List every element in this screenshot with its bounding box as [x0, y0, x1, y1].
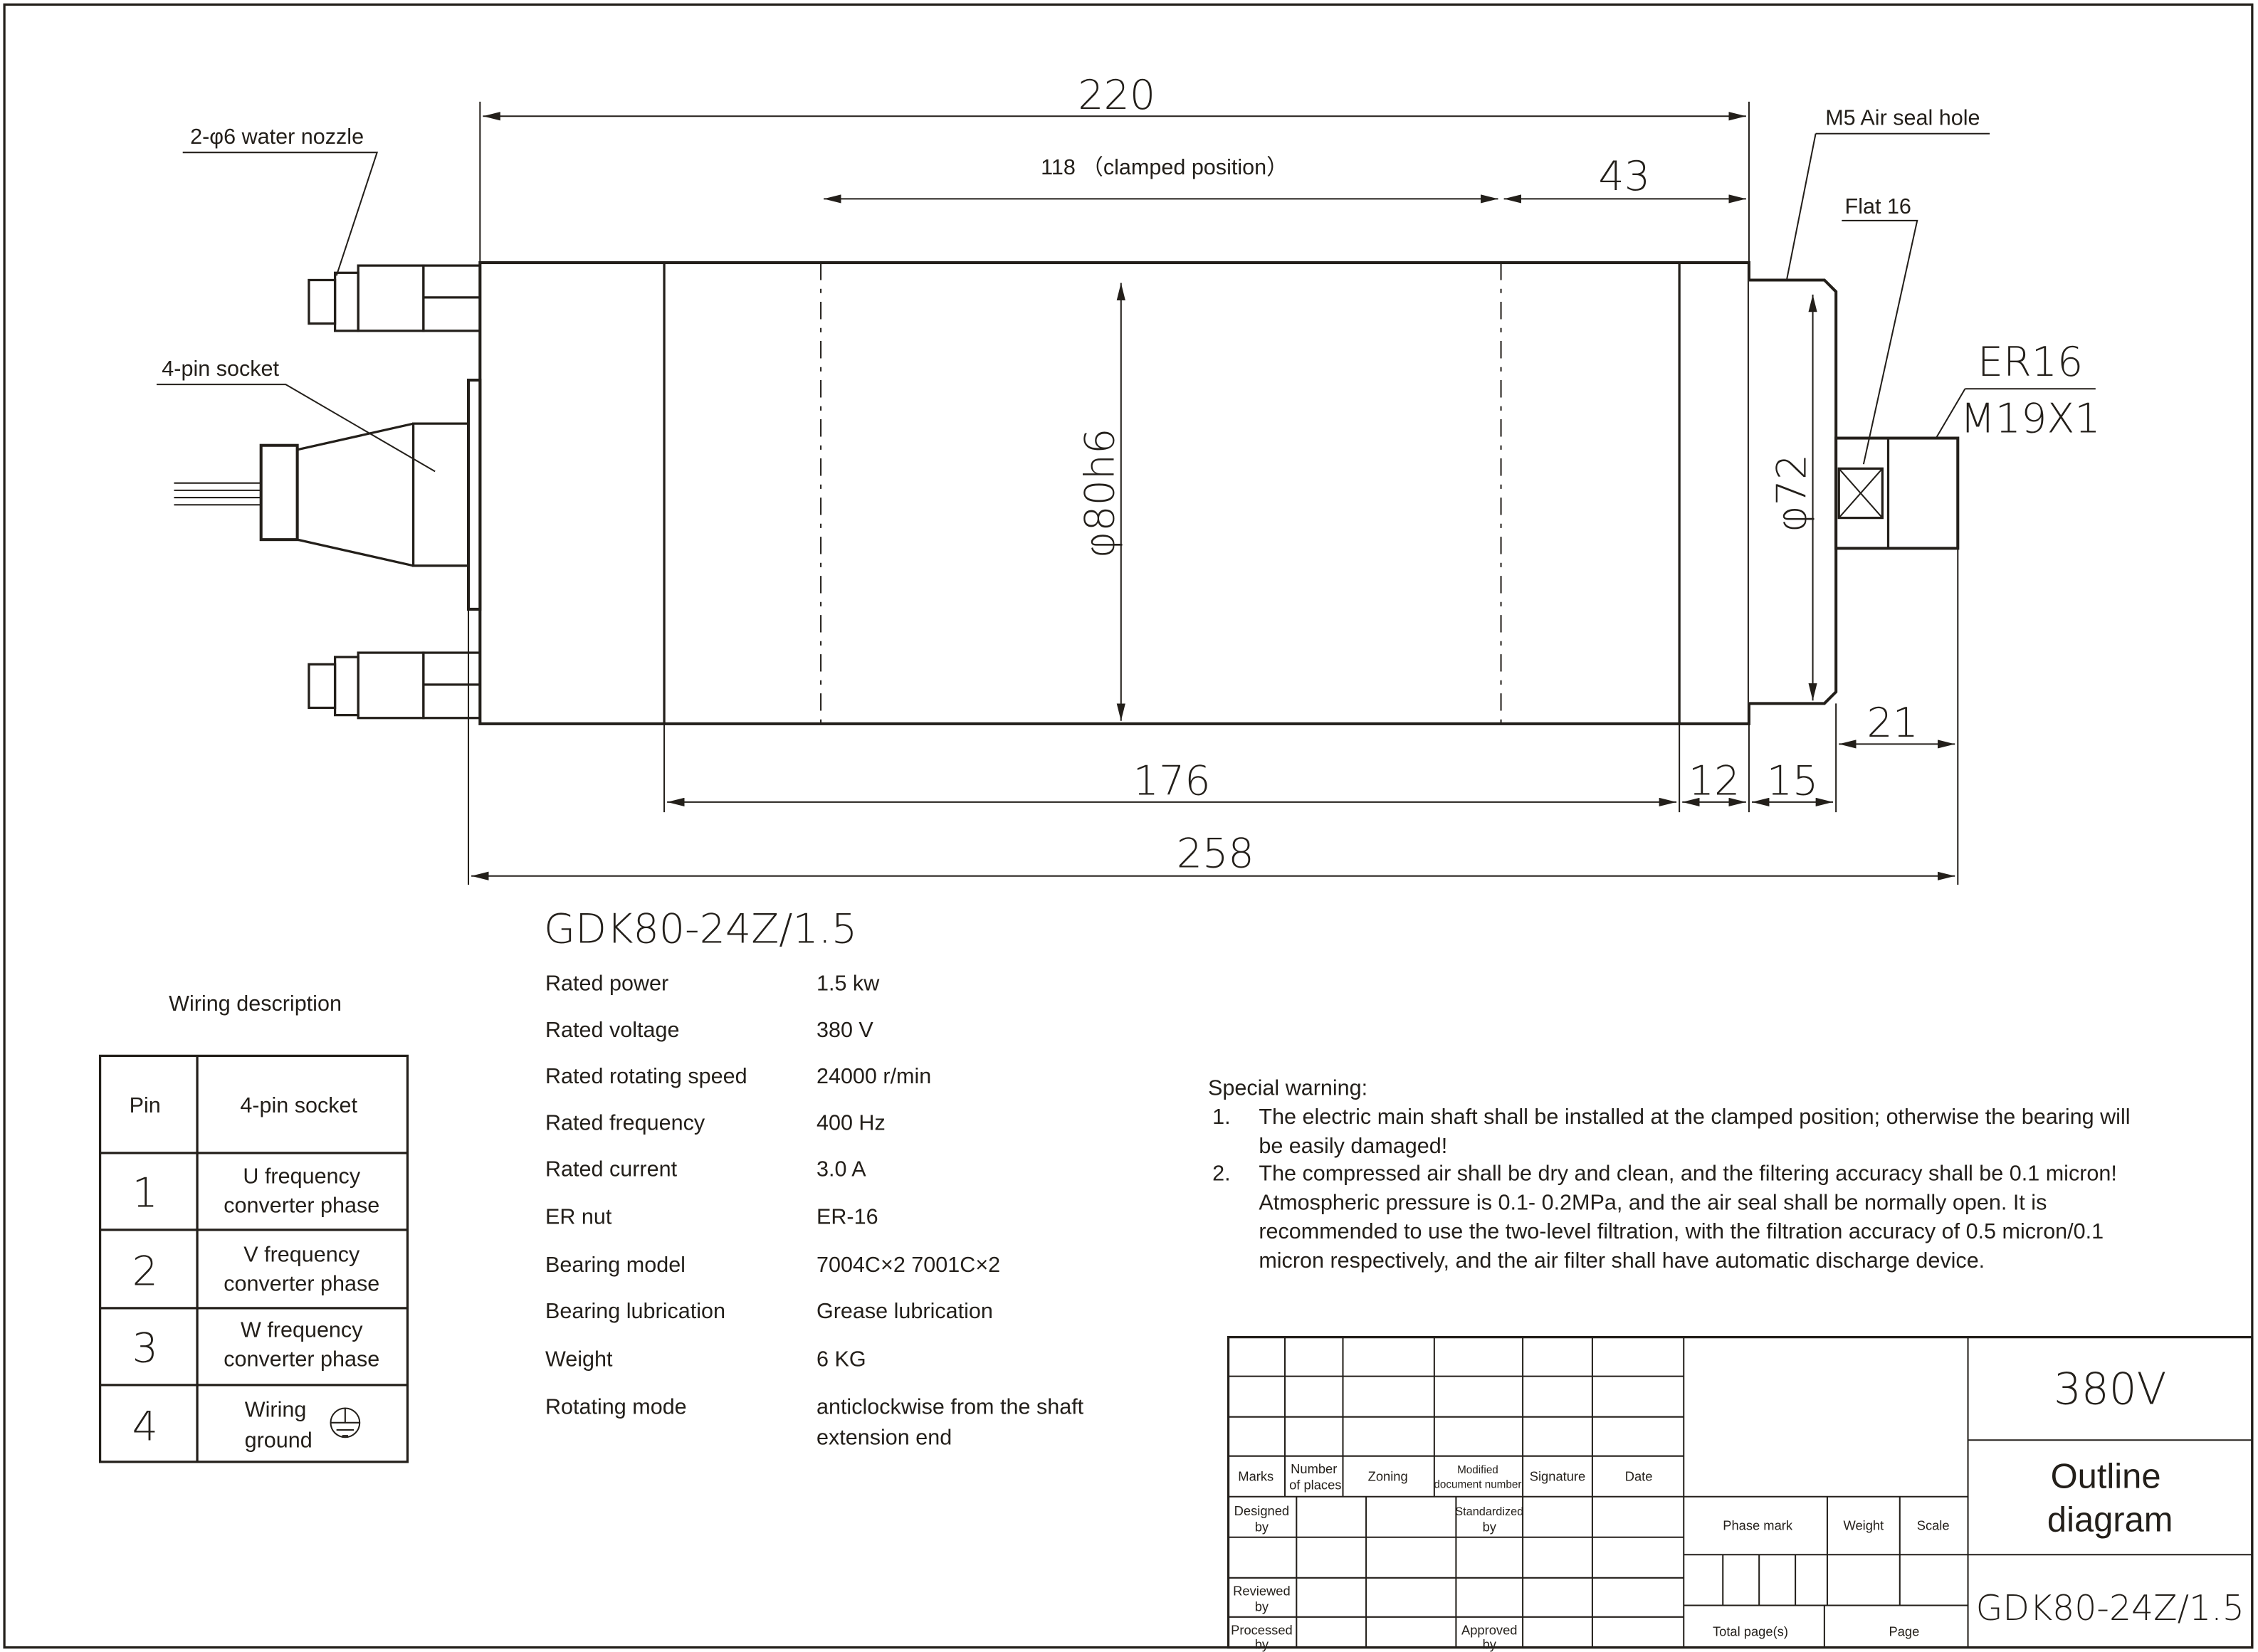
- spec-list: Rated power 1.5 kw Rated voltage 380 V Rat…: [545, 972, 1084, 1450]
- pin-desc: converter phase: [224, 1271, 379, 1295]
- warning-line: The electric main shaft shall be install…: [1259, 1105, 2130, 1129]
- dim-43: 43: [1598, 153, 1650, 200]
- callout-water-nozzle: 2-φ6 water nozzle: [190, 125, 364, 149]
- spec-value: 380 V: [816, 1018, 873, 1042]
- tb-modified: Modified: [1457, 1464, 1498, 1476]
- pin-desc: U frequency: [243, 1164, 360, 1189]
- callout-socket: 4-pin socket: [162, 357, 279, 381]
- spec-value: 1.5 kw: [816, 972, 880, 996]
- spec-label: Rated current: [545, 1157, 678, 1181]
- tb-places: of places: [1289, 1478, 1341, 1493]
- pin-number: 3: [132, 1325, 158, 1372]
- special-warning: Special warning: 1. The electric main sh…: [1208, 1075, 2131, 1272]
- tb-phase-mark: Phase mark: [1723, 1518, 1793, 1533]
- tb-signature: Signature: [1530, 1468, 1585, 1483]
- warning-line: Atmospheric pressure is 0.1- 0.2MPa, and…: [1259, 1190, 2047, 1214]
- tb-date: Date: [1625, 1468, 1653, 1483]
- spec-value: 3.0 A: [816, 1157, 866, 1181]
- pin-number: 4: [132, 1403, 158, 1450]
- spec-label: Rated power: [545, 972, 668, 996]
- tb-by: by: [1255, 1520, 1269, 1535]
- dim-118: 118 （clamped position）: [1041, 155, 1288, 179]
- tb-drawing-no: GDK80-24Z/1.5: [1976, 1588, 2244, 1629]
- tb-by: by: [1255, 1637, 1269, 1652]
- dim-220: 220: [1078, 72, 1155, 119]
- tb-processed: Processed: [1231, 1622, 1293, 1637]
- callout-flat: Flat 16: [1845, 194, 1911, 219]
- wiring-header-pin: Pin: [130, 1093, 161, 1117]
- warning-line: micron respectively, and the air filter …: [1259, 1248, 1985, 1273]
- dim-21: 21: [1866, 700, 1918, 747]
- warning-line: recommended to use the two-level filtrat…: [1259, 1219, 2104, 1243]
- warning-num: 2.: [1212, 1162, 1230, 1186]
- ground-icon: [330, 1407, 361, 1438]
- pin-desc: W frequency: [241, 1318, 363, 1342]
- pin-desc: ground: [245, 1428, 313, 1452]
- warning-line: The compressed air shall be dry and clea…: [1259, 1162, 2117, 1186]
- tb-places: Number: [1291, 1461, 1337, 1476]
- spec-label: Rated rotating speed: [545, 1064, 747, 1088]
- spec-value: ER-16: [816, 1205, 878, 1229]
- tb-weight: Weight: [1844, 1518, 1884, 1533]
- spec-label: ER nut: [545, 1205, 612, 1229]
- callout-thread: M19X1: [1960, 395, 2101, 442]
- pin-desc: converter phase: [224, 1347, 379, 1371]
- drawing-border: [3, 3, 2254, 1649]
- tb-zoning: Zoning: [1368, 1468, 1408, 1483]
- spec-value: 6 KG: [816, 1347, 866, 1371]
- tb-name: diagram: [2047, 1501, 2173, 1540]
- pin-number: 1: [132, 1169, 158, 1216]
- dim-12: 12: [1689, 758, 1740, 805]
- pin-desc: Wiring: [245, 1398, 307, 1422]
- tb-by: by: [1483, 1520, 1497, 1535]
- dim-15: 15: [1767, 758, 1819, 805]
- spindle-body: [174, 261, 1960, 725]
- tb-total-pages: Total page(s): [1713, 1624, 1788, 1638]
- warning-line: be easily damaged!: [1259, 1134, 1447, 1158]
- warning-title: Special warning:: [1208, 1075, 1367, 1100]
- spec-value: 24000 r/min: [816, 1064, 931, 1088]
- tb-designed: Designed: [1234, 1503, 1289, 1518]
- tb-name: Outline: [2051, 1458, 2161, 1496]
- tb-standardized: Standardized: [1455, 1505, 1523, 1518]
- callout-air-seal: M5 Air seal hole: [1825, 105, 1980, 130]
- tb-scale: Scale: [1917, 1518, 1950, 1533]
- dim-phi80: φ80h6: [1077, 428, 1124, 559]
- callout-er16: ER16: [1978, 339, 2083, 386]
- spec-label: Bearing model: [545, 1253, 686, 1277]
- pin-desc: V frequency: [243, 1243, 360, 1267]
- dim-258: 258: [1177, 831, 1254, 878]
- tb-voltage: 380V: [2054, 1364, 2166, 1414]
- spec-label: Rotating mode: [545, 1395, 687, 1419]
- pin-desc: converter phase: [224, 1193, 379, 1217]
- spec-value: Grease lubrication: [816, 1299, 993, 1323]
- tb-by: by: [1483, 1637, 1497, 1652]
- wiring-table: Wiring description Pin 4-pin socket 1 U …: [98, 991, 409, 1463]
- warning-num: 1.: [1212, 1105, 1230, 1129]
- spec-value: extension end: [816, 1425, 952, 1449]
- spec-label: Rated frequency: [545, 1110, 705, 1135]
- spec-label: Weight: [545, 1347, 613, 1371]
- tb-modified: document number: [1434, 1479, 1521, 1491]
- tb-approved: Approved: [1461, 1622, 1517, 1637]
- tb-by: by: [1255, 1599, 1269, 1614]
- dim-176: 176: [1133, 758, 1211, 805]
- tb-page: Page: [1889, 1624, 1920, 1638]
- spec-label: Rated voltage: [545, 1018, 680, 1042]
- tb-reviewed: Reviewed: [1233, 1583, 1290, 1598]
- tb-marks: Marks: [1238, 1468, 1274, 1483]
- spec-value: 400 Hz: [816, 1110, 886, 1135]
- spec-value: anticlockwise from the shaft: [816, 1395, 1084, 1419]
- spec-label: Bearing lubrication: [545, 1299, 725, 1323]
- spec-value: 7004C×2 7001C×2: [816, 1253, 1000, 1277]
- pin-number: 2: [132, 1248, 158, 1295]
- model-title: GDK80-24Z/1.5: [544, 905, 857, 952]
- dim-phi72: φ72: [1768, 454, 1815, 532]
- wiring-header-socket: 4-pin socket: [240, 1093, 357, 1117]
- wiring-title: Wiring description: [169, 991, 342, 1016]
- dimension-lines: [157, 101, 2096, 885]
- title-block: Marks Number of places Zoning Modified d…: [1227, 1336, 2254, 1652]
